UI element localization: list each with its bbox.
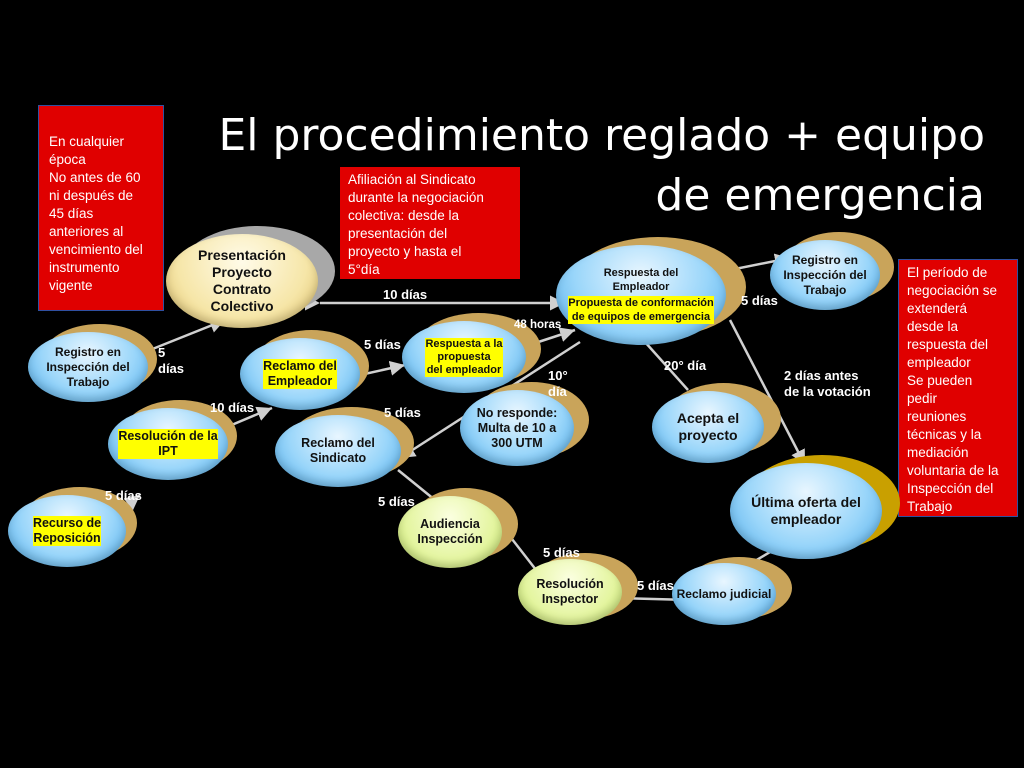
node-reclamo-empleador: Reclamo del Empleador	[240, 330, 370, 410]
acepta-label: Acepta el proyecto	[652, 391, 764, 463]
label-5-dias-judicial: 5 días	[637, 578, 674, 593]
arrow-registro-presentacion	[149, 318, 226, 352]
presentacion-label: Presentación Proyecto Contrato Colectivo	[166, 234, 318, 328]
arrow-respuesta-acepta	[644, 341, 689, 391]
resolucion-inspector-label: Resolución Inspector	[518, 559, 622, 625]
slide-title: El procedimiento reglado + equipo de eme…	[210, 106, 985, 226]
label-5-dias-registro: 5 días	[158, 345, 185, 376]
node-reclamo-sindicato: Reclamo del Sindicato	[275, 407, 415, 487]
arrow-respuesta-ultima	[728, 319, 807, 466]
label-20-dia: 20° día	[664, 358, 707, 373]
label-5-dias-sindicato: 5 días	[384, 405, 421, 420]
label-48-horas: 48 horas	[514, 319, 562, 331]
label-5-dias-audiencia: 5 días	[378, 494, 415, 509]
node-reclamo-judicial: Reclamo judicial	[672, 557, 792, 627]
node-acepta: Acepta el proyecto	[652, 383, 782, 463]
label-10-dias-resolucion: 10 días	[210, 400, 255, 415]
node-presentacion: Presentación Proyecto Contrato Colectivo	[166, 226, 336, 328]
label-10-dias-top: 10 días	[383, 287, 428, 302]
reclamo-judicial-label: Reclamo judicial	[672, 563, 776, 625]
note-left: En cualquier época No antes de 60 ni des…	[38, 105, 164, 311]
propuesta-equipos-label: Propuesta de conformación de equipos de …	[568, 296, 714, 324]
recurso-label: Recurso de Reposición	[32, 516, 102, 546]
title-line-2: de emergencia	[655, 170, 985, 221]
node-registro-left: Registro en Inspección del Trabajo	[28, 324, 158, 402]
note-middle: Afiliación al Sindicato durante la negoc…	[340, 167, 520, 279]
node-no-responde: No responde: Multa de 10 a 300 UTM	[460, 382, 590, 467]
node-resolucion-ipt: Resolución de la IPT	[108, 400, 238, 480]
title-line-1: El procedimiento reglado + equipo	[218, 110, 985, 161]
registro-right-label: Registro en Inspección del Trabajo	[770, 240, 880, 310]
node-audiencia: Audiencia Inspección	[398, 488, 518, 568]
audiencia-label: Audiencia Inspección	[398, 496, 502, 568]
label-5-dias-empleador: 5 días	[364, 337, 401, 352]
reclamo-sindicato-label: Reclamo del Sindicato	[275, 415, 401, 487]
respuesta-propuesta-label: Respuesta a la propuesta del empleador	[425, 337, 503, 377]
node-recurso: Recurso de Reposición	[8, 487, 138, 567]
node-ultima-oferta: Última oferta del empleador	[730, 455, 900, 560]
label-10-dia: 10° día	[548, 368, 568, 399]
respuesta-empleador-label: Respuesta del Empleador	[603, 267, 679, 293]
node-respuesta-propuesta: Respuesta a la propuesta del empleador	[402, 313, 542, 393]
no-responde-label: No responde: Multa de 10 a 300 UTM	[460, 390, 574, 466]
ultima-oferta-label: Última oferta del empleador	[730, 463, 882, 559]
label-2-dias-antes: 2 días antes de la votación	[784, 368, 871, 399]
label-5-dias-respuesta: 5 días	[741, 293, 778, 308]
label-5-dias-resolucion-inspector: 5 días	[543, 545, 580, 560]
node-registro-right: Registro en Inspección del Trabajo	[770, 232, 895, 310]
reclamo-empleador-label: Reclamo del Empleador	[263, 359, 337, 389]
node-respuesta-empleador: Respuesta del Empleador Propuesta de con…	[556, 237, 746, 347]
registro-left-label: Registro en Inspección del Trabajo	[28, 332, 148, 402]
node-resolucion-inspector: Resolución Inspector	[518, 553, 638, 625]
resolucion-ipt-label: Resolución de la IPT	[118, 429, 218, 459]
arrow-sindicato-audiencia	[397, 469, 436, 501]
label-5-dias-recurso: 5 días	[105, 488, 142, 503]
note-right: El período de negociación se extenderá d…	[898, 259, 1018, 517]
